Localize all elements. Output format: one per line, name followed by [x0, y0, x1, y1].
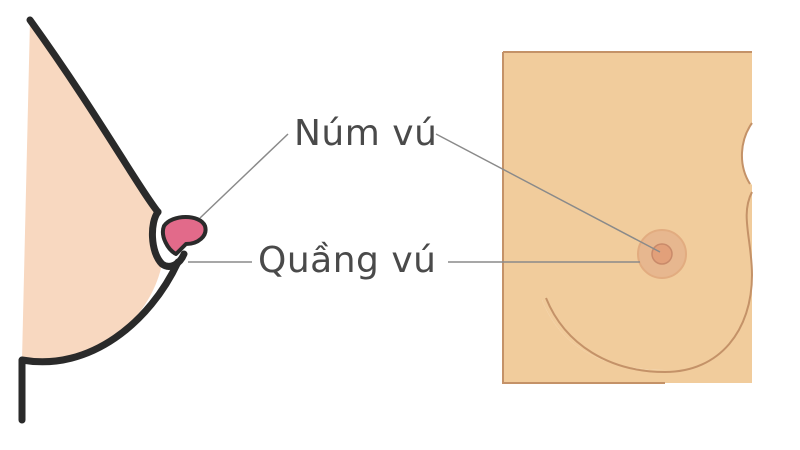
side-view-upper-contour — [26, 16, 162, 216]
front-view-side-contour — [740, 122, 753, 185]
front-view-breast-contour — [545, 191, 754, 374]
side-view-skin — [22, 20, 162, 362]
leader-lines — [188, 133, 661, 263]
front-view-nipple — [651, 243, 673, 265]
front-view-lower-fill — [503, 300, 665, 383]
front-view-illustration — [502, 51, 754, 384]
nipple-label: Núm vú — [294, 113, 438, 154]
side-view-illustration — [18, 16, 208, 424]
side-view-lower-contour — [18, 258, 182, 424]
front-view-frame — [502, 51, 752, 384]
front-view-skin — [503, 52, 752, 383]
leader-line-nipple-side — [199, 133, 289, 219]
side-view-nipple — [161, 215, 208, 256]
areola-label: Quầng vú — [258, 240, 437, 281]
leader-line-nipple-front — [435, 133, 661, 253]
